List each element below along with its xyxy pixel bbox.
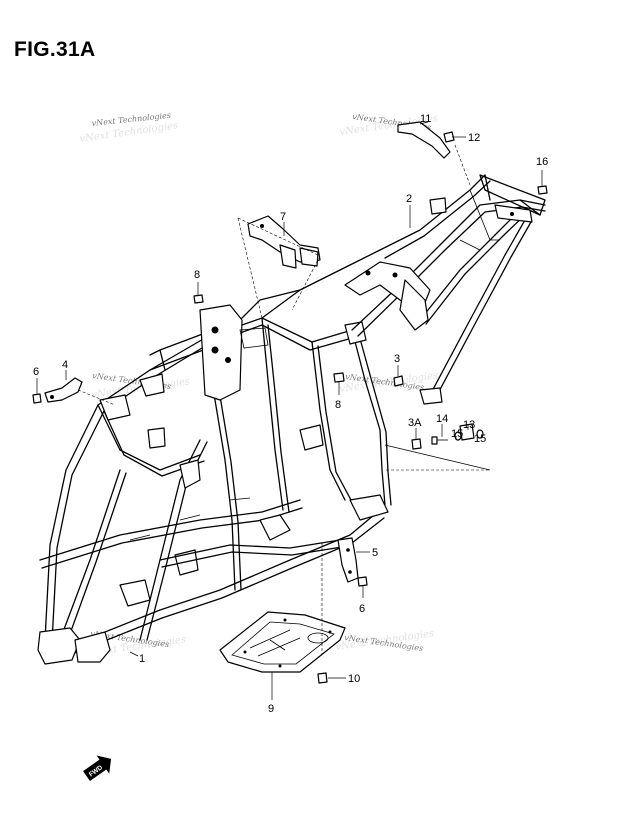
- callout-8-middle: 8: [335, 399, 341, 411]
- callout-15-a: 15: [451, 428, 463, 440]
- callout-10: 10: [348, 673, 360, 685]
- bracket-part-5: [337, 537, 359, 583]
- callout-6-left: 6: [33, 366, 39, 378]
- sub-frame: [344, 174, 546, 405]
- callout-7: 7: [280, 211, 286, 223]
- watermarks: vNext Technologies vNext Technologies vN…: [79, 111, 439, 659]
- bracket-part-4: [44, 377, 116, 406]
- skid-plate-part-9: [219, 543, 346, 673]
- figure-title: FIG.31A: [14, 38, 96, 61]
- callout-4: 4: [62, 359, 68, 371]
- callout-6-lower: 6: [359, 603, 365, 615]
- callout-2: 2: [406, 193, 412, 205]
- callout-11: 11: [420, 113, 431, 125]
- callout-1: 1: [139, 653, 145, 665]
- callout-16: 16: [536, 156, 548, 168]
- callout-8-upper: 8: [194, 269, 200, 281]
- callout-labels: 1 2 3 3A 4 5 6 6 7 8 8 9 10 11 12 13 14 …: [33, 113, 548, 715]
- callout-13: 13: [463, 419, 475, 431]
- fwd-arrow-icon: FWD: [83, 755, 112, 781]
- bracket-part-11: [397, 121, 471, 186]
- callout-9: 9: [268, 703, 274, 715]
- bracket-part-7: [237, 215, 321, 319]
- callout-14: 14: [436, 413, 448, 425]
- callout-5: 5: [372, 547, 378, 559]
- main-frame: [37, 249, 392, 665]
- callout-15-b: 15: [474, 433, 486, 445]
- callout-12: 12: [468, 132, 480, 144]
- callout-3a: 3A: [408, 417, 422, 429]
- fasteners: [32, 121, 548, 700]
- callout-3: 3: [394, 353, 400, 365]
